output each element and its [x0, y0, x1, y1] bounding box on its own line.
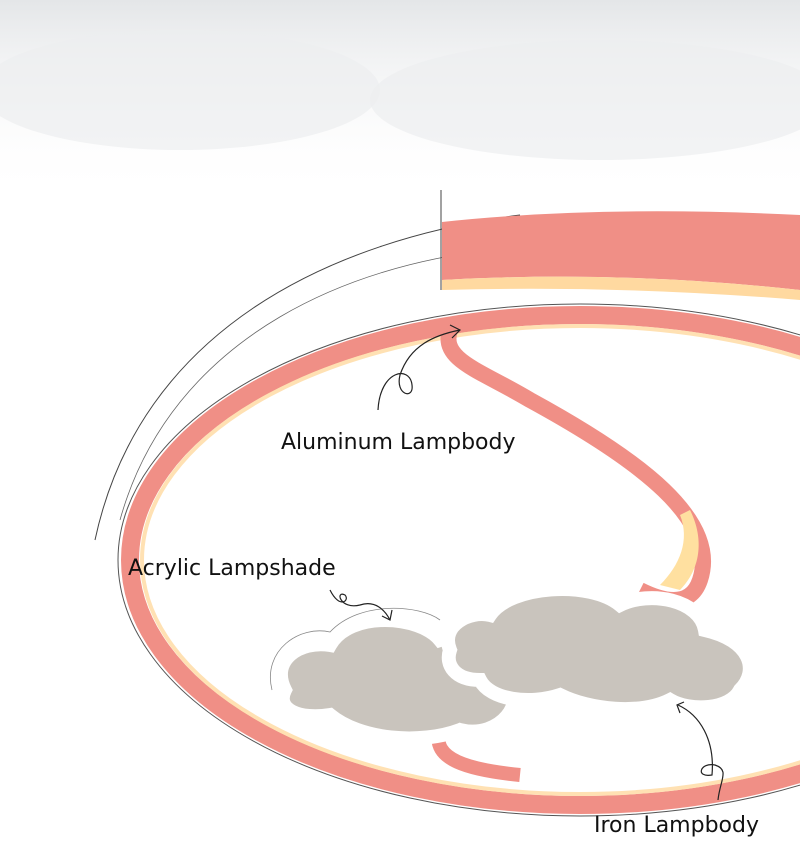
cloud-outline — [270, 607, 441, 691]
label-iron-lampbody: Iron Lampbody — [594, 813, 759, 838]
outer-ring-glow — [140, 324, 800, 796]
haze-cloud — [0, 30, 380, 150]
haze-cloud — [370, 40, 800, 160]
outer-ring — [121, 306, 800, 814]
arrow-aluminum — [377, 329, 461, 411]
back-ring-glow — [442, 276, 800, 300]
inner-spiral — [440, 327, 712, 608]
label-aluminum-lampbody: Aluminum Lampbody — [281, 430, 516, 455]
acrylic-cloud-front — [441, 582, 757, 716]
arrow-acrylic — [329, 589, 391, 621]
arrowhead-icon — [381, 609, 393, 621]
back-ring-band — [442, 211, 800, 290]
spiral-glow — [660, 510, 699, 590]
arrowhead-icon — [676, 701, 685, 714]
label-acrylic-lampshade: Acrylic Lampshade — [128, 556, 336, 581]
arrowhead-icon — [449, 324, 462, 339]
arrow-iron — [677, 704, 724, 801]
outer-ring-edge — [117, 303, 800, 817]
